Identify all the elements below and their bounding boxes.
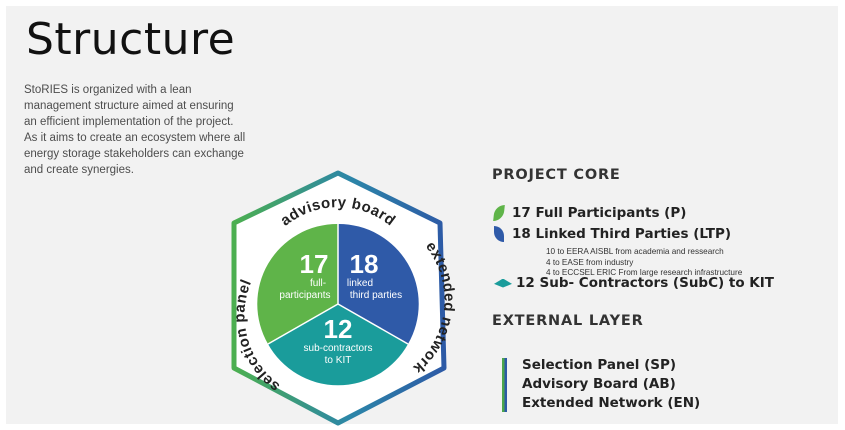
page-title: Structure — [26, 14, 236, 65]
external-item: Advisory Board (AB) — [522, 376, 676, 392]
subcontractors-label-line: to KIT — [325, 355, 352, 366]
linked-label-line: linked — [347, 278, 373, 289]
external-item: Selection Panel (SP) — [522, 357, 677, 373]
content-panel: Structure StoRIES is organized with a le… — [6, 6, 838, 426]
core-item-label: 17 Full Participants (P) — [512, 205, 687, 221]
segment-linked-third-parties — [338, 223, 419, 344]
subcontractors-label-line: sub-contractors — [304, 343, 373, 354]
participants-label-line: participants — [279, 290, 330, 301]
structure-diagram: advisory board extended network selectio… — [231, 170, 457, 426]
blue-leaf-icon — [494, 226, 504, 242]
ltp-note: 10 to EERA AISBL from academia and resse… — [546, 247, 724, 256]
external-item: Extended Network (EN) — [522, 395, 701, 411]
core-item-participants: 17 Full Participants (P) — [493, 205, 687, 221]
ltp-note: 4 to EASE from industry — [546, 257, 634, 267]
core-item-label: 18 Linked Third Parties (LTP) — [512, 226, 732, 242]
external-layer-heading: EXTERNAL LAYER — [492, 313, 644, 329]
intro-line: As it aims to create an ecosystem where … — [24, 132, 246, 144]
core-item-label: 12 Sub- Contractors (SubC) to KIT — [516, 275, 774, 291]
segment-full-participants — [257, 223, 338, 344]
participants-number: 17 — [300, 249, 329, 279]
ltp-notes: 10 to EERA AISBL from academia and resse… — [546, 247, 742, 279]
participants-label-line: full- — [310, 278, 326, 289]
teal-diamond-icon — [494, 278, 512, 288]
intro-paragraph: StoRIES is organized with a lean managem… — [24, 82, 269, 178]
project-core-heading: PROJECT CORE — [492, 167, 621, 183]
external-layer-bar — [502, 358, 507, 412]
core-item-linked: 18 Linked Third Parties (LTP) — [494, 226, 731, 242]
external-layer-list: Selection Panel (SP) Advisory Board (AB)… — [522, 356, 700, 413]
intro-line: StoRIES is organized with a lean — [24, 84, 192, 96]
linked-number: 18 — [350, 249, 379, 279]
subcontractors-number: 12 — [324, 314, 353, 344]
ltp-note: 4 to ECCSEL ERIC From large research inf… — [546, 268, 743, 277]
intro-line: management structure aimed at ensuring — [24, 100, 234, 112]
intro-line: and create synergies. — [24, 164, 134, 176]
intro-line: energy storage stakeholders can exchange — [24, 148, 244, 160]
linked-label-line: third parties — [350, 290, 402, 301]
intro-line: an efficient implementation of the proje… — [24, 116, 234, 128]
core-item-subcontractors: 12 Sub- Contractors (SubC) to KIT — [494, 275, 774, 291]
green-leaf-icon — [493, 205, 505, 221]
